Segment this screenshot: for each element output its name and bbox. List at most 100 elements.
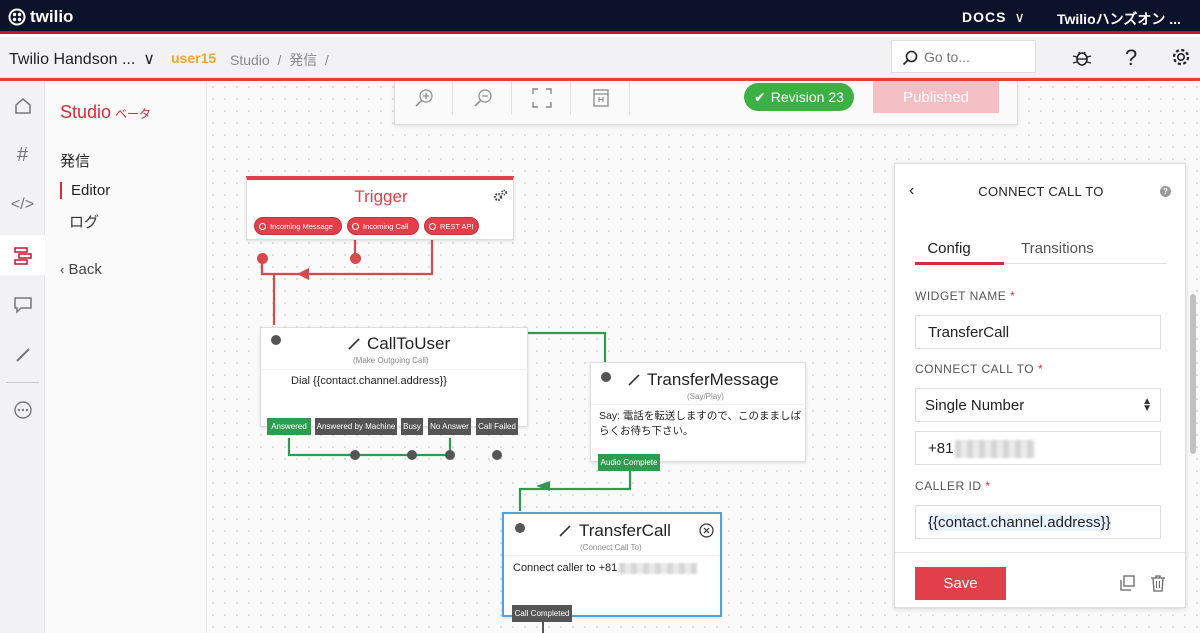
input-connector[interactable] [601,372,611,382]
studio-label: Studio [60,102,112,122]
nav-item-logs[interactable]: ログ [69,214,100,231]
caller-id-value: {{contact.channel.address}} [928,514,1111,531]
tab-config[interactable]: Config [927,240,971,257]
phone-number-input[interactable]: +81 [915,431,1161,465]
widget-transfer-call[interactable]: TransferCall (Connect Call To) Connect c… [502,512,722,617]
goto-search[interactable] [891,40,1036,73]
port-no-answer[interactable]: No Answer [428,418,471,435]
port-connector[interactable] [445,450,455,460]
panel-scrollbar[interactable] [1190,294,1196,454]
redacted-number [955,440,1036,459]
phone-icon [348,338,360,350]
widget-name-label: WIDGET NAME * [915,289,1016,303]
zoom-out-button[interactable] [454,81,512,115]
port-connector[interactable] [257,253,268,264]
code-icon: </> [10,196,35,213]
hash-icon: # [16,143,29,166]
rail-more[interactable] [0,390,45,430]
input-connector[interactable] [271,335,281,345]
settings-icon[interactable] [492,188,508,204]
connect-call-to-value: Single Number [925,397,1025,414]
port-connector[interactable] [350,253,361,264]
select-arrow-icon: ▲▼ [1142,396,1152,414]
rail-numbers[interactable]: # [0,135,45,175]
help-icon[interactable]: ? [1125,45,1138,70]
breadcrumb-user[interactable]: user15 [171,50,217,66]
help-icon[interactable]: ? [1160,186,1171,197]
widget-call-to-user[interactable]: CallToUser (Make Outgoing Call) Dial {{c… [260,327,529,427]
breadcrumb[interactable]: Studio / 発信 / [230,52,329,68]
widget-type: (Connect Call To) [580,543,642,552]
port-call-completed[interactable]: Call Completed [512,605,572,622]
rail-home[interactable] [0,86,45,126]
revision-label: Revision 23 [770,89,844,105]
port-incoming-message[interactable]: Incoming Message [254,217,342,235]
rail-chat[interactable] [0,285,45,325]
chevron-left-icon: ‹ [60,262,65,277]
widget-name-input[interactable]: TransferCall [915,315,1161,349]
zoom-in-button[interactable] [395,81,453,115]
check-icon: ✔ [754,88,766,105]
port-connector[interactable] [350,450,360,460]
port-incoming-call[interactable]: Incoming Call [347,217,419,235]
widget-title: TransferCall [579,521,671,540]
port-connector[interactable] [492,450,502,460]
project-selector[interactable]: Twilio Handson ... ∨ [9,49,155,69]
back-link[interactable]: ‹ Back [60,261,102,278]
search-icon [902,50,918,66]
widget-title: TransferMessage [647,370,779,389]
beta-badge: ベータ [115,107,152,121]
project-name: Twilio Handson ... [9,51,136,68]
widget-trigger[interactable]: Trigger Incoming Message Incoming Call R… [246,176,514,240]
port-answered-by-machine[interactable]: Answered by Machine [315,418,397,435]
tab-transitions[interactable]: Transitions [1021,240,1094,257]
widget-type: (Say/Play) [687,392,724,401]
divider [504,555,720,556]
docs-menu[interactable]: DOCS∨ [962,9,1026,26]
port-call-failed[interactable]: Call Failed [476,418,518,435]
duplicate-icon[interactable] [1117,573,1137,593]
docs-label: DOCS [962,9,1007,25]
port-connector[interactable] [407,450,417,460]
chevron-down-icon: ∨ [143,51,155,68]
twilio-logo-icon [8,8,26,26]
account-menu[interactable]: Twilioハンズオン ... [1057,9,1181,29]
publish-button[interactable]: Published [873,81,999,113]
phone-icon [559,525,571,537]
connect-call-to-select[interactable]: Single Number ▲▼ [915,388,1161,422]
studio-icon [13,247,32,265]
notes-button[interactable] [572,81,630,115]
trash-icon[interactable] [1148,573,1168,593]
flow-name: 発信 [60,153,91,170]
rail-voice[interactable] [0,335,45,375]
twilio-logo[interactable]: twilio [8,7,73,27]
chevron-left-icon[interactable]: ‹ [909,182,915,199]
port-audio-complete[interactable]: Audio Complete [598,454,660,471]
goto-input[interactable] [924,49,1024,65]
flow-canvas[interactable]: ✔Revision 23 Published Trigger Incoming … [207,81,1200,633]
debugger-icon[interactable] [1071,46,1093,68]
widget-config-panel: ‹ CONNECT CALL TO ? Config Transitions W… [894,163,1187,608]
fit-to-screen-button[interactable] [513,81,571,115]
widget-body: Say: 電話を転送しますので、このまましばらくお待ち下さい。 [599,410,802,437]
gear-icon[interactable] [1170,46,1192,68]
widget-title: CallToUser [367,334,451,353]
port-answered[interactable]: Answered [267,418,311,435]
rail-runtime[interactable]: </> [0,185,45,225]
nav-item-editor[interactable]: Editor [60,182,110,199]
product-rail: # </> [0,81,45,633]
panel-title: CONNECT CALL TO [978,184,1104,199]
rail-studio[interactable] [0,235,45,275]
port-rest-api[interactable]: REST API [424,217,479,235]
more-icon [13,401,32,419]
port-busy[interactable]: Busy [401,418,423,435]
widget-transfer-message[interactable]: TransferMessage (Say/Play) Say: 電話を転送します… [590,362,807,462]
close-icon[interactable] [699,523,714,538]
input-connector[interactable] [515,523,525,533]
caller-id-input[interactable]: {{contact.channel.address}} [915,505,1161,539]
save-button[interactable]: Save [915,567,1006,600]
revision-badge[interactable]: ✔Revision 23 [744,83,854,111]
editor-toolbar: ✔Revision 23 Published [394,81,1018,125]
header-accent-line [0,78,1200,81]
